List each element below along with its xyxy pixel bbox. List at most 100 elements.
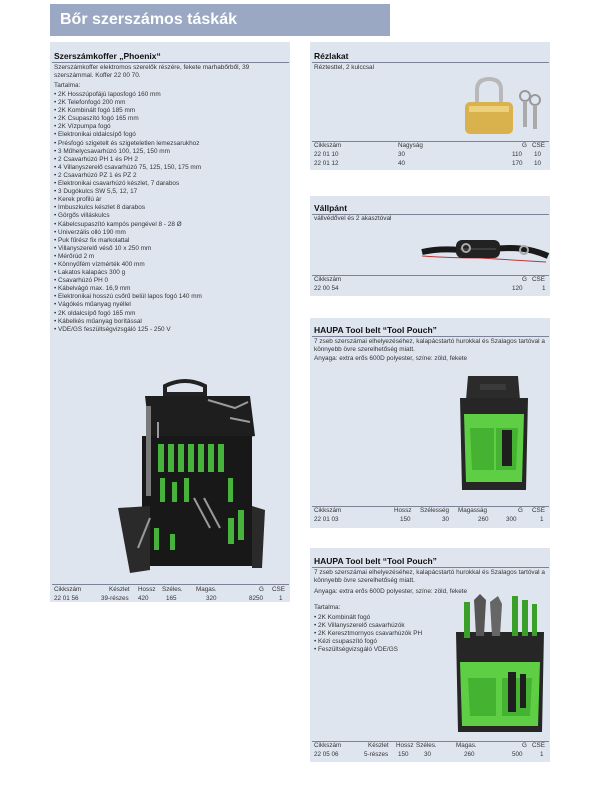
tool-pouch-image — [460, 376, 528, 490]
table-header-cell: Cikkszám — [314, 142, 342, 149]
phoenix-title: Szerszámkoffer „Phoenix“ — [54, 51, 161, 61]
table-header-cell: Széles. — [416, 742, 437, 749]
table-header-cell: Készlet — [109, 586, 130, 593]
pouch1-material: Anyaga: extra erős 600D polyester, színe… — [314, 355, 468, 362]
list-item: Feszültségvizsgáló VDE/GS — [314, 646, 464, 654]
list-item: 2K Csupaszító fogó 165 mm — [54, 115, 289, 123]
list-item: 2K Kombinált fogó 185 mm — [54, 107, 289, 115]
pouch2-contents-list: 2K Kombinált fogó2K Villanyszerelő csava… — [314, 614, 464, 654]
table-cell: 40 — [398, 160, 406, 167]
phoenix-table: Cikkszám Készlet Hossz Széles. Magas. G … — [54, 586, 290, 606]
page-title: Bőr szerszámos táskák — [60, 11, 237, 28]
list-item: 2K Kombinált fogó — [314, 614, 464, 622]
list-item: 3 Dugókulcs SW 5,5, 12, 17 — [54, 188, 289, 196]
pouch2-table-rule — [312, 741, 549, 742]
table-header-cell: Nagyság — [398, 142, 423, 149]
list-item: Puk fűrész fix markolattal — [54, 237, 289, 245]
table-cell: 420 — [138, 595, 149, 602]
table-cell: 300 — [506, 516, 517, 523]
list-item: Kábelkés műanyag borítással — [54, 318, 289, 326]
list-item: Mérőrúd 2 m — [54, 253, 289, 261]
shoulder-strap-image — [421, 240, 550, 263]
pouch2-contents-label: Tartalma: — [314, 604, 341, 611]
list-item: Elektronikai oldalcsípő fogó — [54, 131, 289, 139]
table-cell: 260 — [464, 751, 475, 758]
table-cell: 10 — [534, 151, 542, 158]
list-item: Görgős villáskulcs — [54, 212, 289, 220]
strap-title-rule — [312, 214, 549, 215]
table-cell: 30 — [442, 516, 450, 523]
lock-table-rule — [312, 141, 549, 142]
table-header-cell: Cikkszám — [314, 742, 342, 749]
list-item: 2K oldalcsípő fogó 165 mm — [54, 310, 289, 318]
list-item: Elektronikai csavarhúzó készlet, 7 darab… — [54, 180, 289, 188]
table-cell: 22 05 06 — [314, 751, 339, 758]
list-item: 2K Vízpumpa fogó — [54, 123, 289, 131]
tool-pouch-set-image — [456, 594, 544, 732]
table-cell: 110 — [512, 151, 523, 158]
table-cell: 120 — [512, 285, 523, 292]
table-header-cell: Hossz — [138, 586, 156, 593]
table-header-cell: CSE — [532, 507, 545, 514]
table-cell: 320 — [206, 595, 217, 602]
table-header-cell: Magasság — [458, 507, 488, 514]
pouch1-title: HAUPA Tool belt “Tool Pouch” — [314, 325, 437, 335]
table-header-cell: CSE — [532, 276, 545, 283]
table-cell: 22 00 54 — [314, 285, 339, 292]
pouch2-material: Anyaga: extra erős 600D polyester, színe… — [314, 588, 468, 595]
list-item: 2 Csavarhúzó PH 1 és PH 2 — [54, 156, 289, 164]
table-cell: 1 — [540, 516, 544, 523]
table-cell: 5-részes — [364, 751, 389, 758]
list-item: 2K Telefonfogó 200 mm — [54, 99, 289, 107]
table-cell: 170 — [512, 160, 523, 167]
table-cell: 22 01 12 — [314, 160, 339, 167]
list-item: Csavarhúzó PH 0 — [54, 277, 289, 285]
list-item: Kábelvágó max. 16,9 mm — [54, 285, 289, 293]
list-item: Lakatos kalapács 300 g — [54, 269, 289, 277]
list-item: Kerek profilú ár — [54, 196, 289, 204]
table-cell: 260 — [478, 516, 489, 523]
pouch1-table-rule — [312, 506, 549, 507]
list-item: 2K Keresztmornyos csavarhúzók PH — [314, 630, 464, 638]
table-cell: 8250 — [249, 595, 264, 602]
table-cell: 22 01 10 — [314, 151, 339, 158]
table-header-cell: CSE — [272, 586, 285, 593]
lock-title: Rézlakat — [314, 51, 349, 61]
table-cell: 22 01 56 — [54, 595, 79, 602]
pouch1-description: 7 zseb szerszámai elhelyezéséhez, kalapá… — [314, 338, 545, 354]
list-item: 4 Villanyszerelő csavarhúzó 75, 125, 150… — [54, 164, 289, 172]
lock-title-rule — [312, 62, 549, 63]
strap-title: Vállpánt — [314, 203, 348, 213]
list-item: Könnyűfém vízmérték 400 mm — [54, 261, 289, 269]
tool-case-image — [118, 379, 265, 573]
phoenix-title-rule — [52, 62, 289, 63]
pouch1-table: Cikkszám Hossz Szélesség Magasság G CSE … — [314, 507, 550, 525]
table-cell: 500 — [512, 751, 523, 758]
table-cell: 150 — [398, 751, 409, 758]
pouch2-title: HAUPA Tool belt “Tool Pouch” — [314, 556, 437, 566]
table-header-cell: Magas. — [456, 742, 477, 749]
pouch2-table: Cikkszám Készlet Hossz Széles. Magas. G … — [314, 742, 550, 760]
table-header-cell: Készlet — [368, 742, 389, 749]
table-header-cell: Szélesség — [420, 507, 450, 514]
table-header-cell: Széles. — [162, 586, 183, 593]
list-item: 2 Csavarhúzó PZ 1 és PZ 2 — [54, 172, 289, 180]
list-item: Présfogó szigetelt és szigeteletlen leme… — [54, 140, 289, 148]
table-header-cell: G — [522, 276, 527, 283]
table-header-cell: Magas. — [196, 586, 217, 593]
list-item: 2K Villanyszerelő csavarhúzók — [314, 622, 464, 630]
table-header-cell: Cikkszám — [54, 586, 82, 593]
table-header-cell: G — [259, 586, 264, 593]
table-header-cell: Cikkszám — [314, 276, 342, 283]
strap-table-rule — [312, 275, 549, 276]
strap-table: Cikkszám G CSE 22 00 54 120 1 — [314, 276, 550, 294]
pouch2-title-rule — [312, 567, 549, 568]
phoenix-table-rule — [52, 584, 289, 585]
lock-table: Cikkszám Nagyság G CSE 22 01 10 30 110 1… — [314, 142, 550, 170]
list-item: 2K Hosszúpofájú laposfogó 160 mm — [54, 91, 289, 99]
strap-description: vállvédővel és 2 akasztóval — [314, 215, 392, 222]
list-item: Elektronikai hosszú csőrű belül lapos fo… — [54, 293, 289, 301]
phoenix-contents-label: Tartalma: — [54, 82, 81, 89]
table-header-cell: G — [522, 142, 527, 149]
phoenix-description: Szerszámkoffer elektromos szerelők részé… — [54, 64, 250, 80]
